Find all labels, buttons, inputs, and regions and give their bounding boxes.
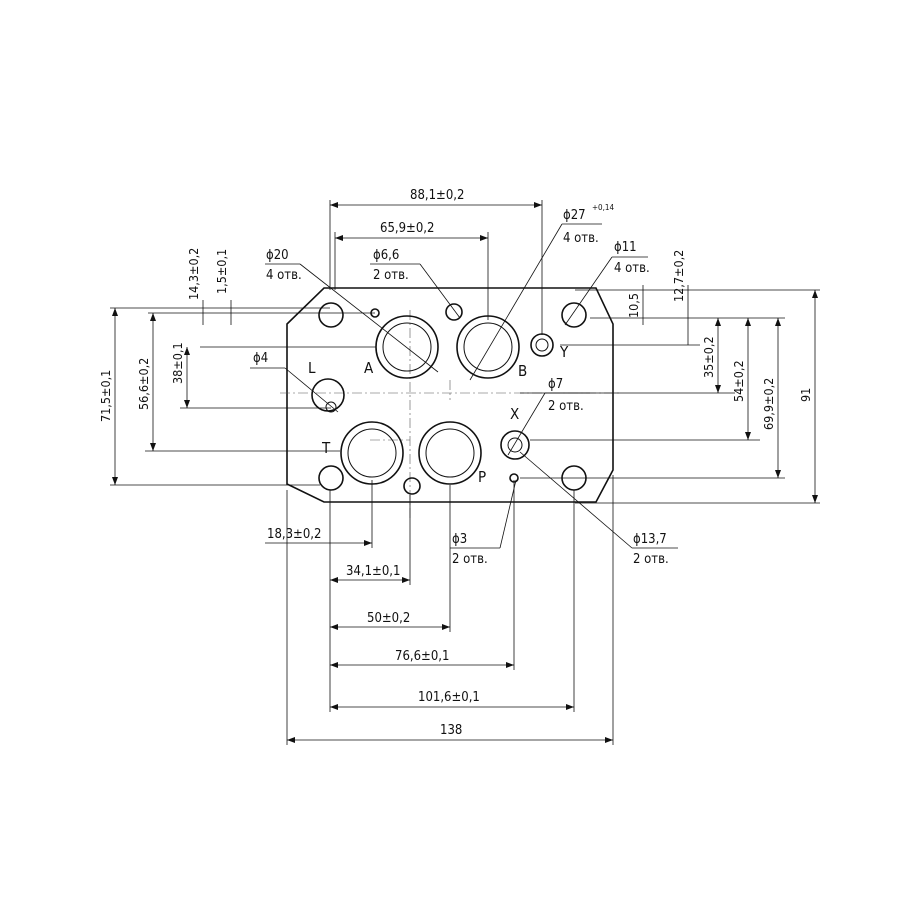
dim-bottom-101-6: 101,6±0,1: [418, 690, 480, 705]
dim-left-71-5: 71,5±0,1: [98, 370, 113, 422]
mounting-hole-bl: [318, 465, 344, 491]
callout-d137-dia: ϕ13,7: [633, 532, 667, 547]
callout-d3-qty: 2 отв.: [452, 552, 488, 567]
callout-d66-dia: ϕ6,6: [373, 248, 399, 263]
callout-d27-dia: ϕ27: [563, 208, 586, 223]
dim-bottom-18-3: 18,3±0,2: [267, 527, 321, 542]
port-label-l: L: [308, 359, 316, 377]
dim-right-54: 54±0,2: [731, 360, 746, 402]
plate-outline: [286, 287, 614, 503]
dim-left-38: 38±0,1: [170, 342, 185, 384]
right-dimensions: 10,5 12,7±0,2 35±0,2 54±0,2 69,9±0,2 91: [520, 250, 820, 504]
bottom-dimensions: 18,3±0,2 34,1±0,1 50±0,2 76,6±0,1 101,6±…: [265, 475, 614, 745]
callout-d137-qty: 2 отв.: [633, 552, 669, 567]
port-y-outer: [530, 333, 554, 357]
dim-left-56-6: 56,6±0,2: [136, 358, 151, 410]
port-y-inner: [535, 338, 549, 352]
callout-d27-tol: +0,14: [592, 203, 614, 212]
dim-bottom-50: 50±0,2: [367, 611, 410, 626]
l-pin-hole: [325, 401, 337, 413]
callout-d66-qty: 2 отв.: [373, 268, 409, 283]
dim-right-91: 91: [798, 388, 813, 402]
port-label-b: B: [518, 362, 527, 380]
port-label-y: Y: [559, 343, 569, 361]
callout-d7-dia: ϕ7: [548, 377, 563, 392]
pin-hole-66-top: [445, 303, 463, 321]
dim-bottom-76-6: 76,6±0,1: [395, 649, 449, 664]
callout-d11-dia: ϕ11: [614, 240, 637, 255]
holes: [311, 302, 587, 495]
port-x-outer: [500, 430, 530, 460]
callout-d4-dia: ϕ4: [253, 351, 268, 366]
port-t-outer: [340, 421, 404, 485]
dim-top-65-9: 65,9±0,2: [380, 221, 434, 236]
dim-right-69-9: 69,9±0,2: [761, 378, 776, 430]
port-p-outer: [418, 421, 482, 485]
port-p-inner: [425, 428, 475, 478]
port-b-inner: [463, 322, 513, 372]
dim-left-1-5: 1,5±0,1: [214, 249, 229, 294]
port-label-a: A: [364, 359, 374, 377]
port-label-p: P: [478, 468, 486, 486]
callout-d11-qty: 4 отв.: [614, 261, 650, 276]
dim-right-35: 35±0,2: [701, 336, 716, 378]
port-a-inner: [382, 322, 432, 372]
callout-d20-dia: ϕ20: [266, 248, 289, 263]
callout-d7-qty: 2 отв.: [548, 399, 584, 414]
port-a-outer: [375, 315, 439, 379]
callout-text: ϕ20 4 отв. ϕ6,6 2 отв. ϕ27 +0,14 4 отв. …: [253, 203, 669, 567]
port-t-inner: [347, 428, 397, 478]
dimension-arrowheads: [112, 202, 818, 743]
port-b-outer: [456, 315, 520, 379]
port-l-hole: [311, 378, 345, 412]
dim-left-14-3: 14,3±0,2: [186, 248, 201, 300]
callout-d20-qty: 4 отв.: [266, 268, 302, 283]
pin-hole-66-bottom: [403, 477, 421, 495]
mounting-hole-tr: [561, 302, 587, 328]
dim-bottom-138: 138: [440, 723, 462, 738]
callout-leaders: [250, 223, 678, 549]
dim-right-12-7: 12,7±0,2: [671, 250, 686, 302]
top-dimensions: 88,1±0,2 65,9±0,2: [329, 188, 543, 335]
dim-bottom-34-1: 34,1±0,1: [346, 564, 400, 579]
dim-right-10-5: 10,5: [626, 293, 641, 318]
port-labels: A B P T L X Y: [308, 343, 569, 486]
callout-d3-dia: ϕ3: [452, 532, 467, 547]
port-x-inner: [507, 437, 523, 453]
left-dimensions: 14,3±0,2 1,5±0,1 71,5±0,1 56,6±0,2 38±0,…: [98, 248, 376, 486]
mounting-hole-tl: [318, 302, 344, 328]
port-label-x: X: [510, 405, 519, 423]
port-label-t: T: [321, 439, 331, 457]
dim-top-88-1: 88,1±0,2: [410, 188, 464, 203]
callout-d27-qty: 4 отв.: [563, 231, 599, 246]
